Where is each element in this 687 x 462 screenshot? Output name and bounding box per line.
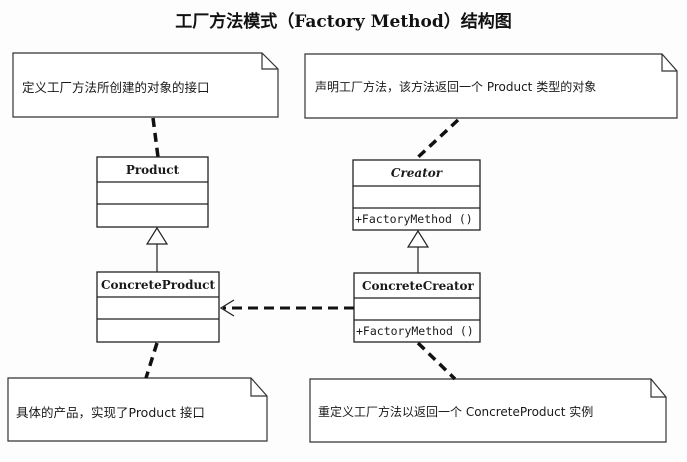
product-note-text: 定义工厂方法所创建的对象的接口 [22, 80, 210, 95]
concrete-creator-class [353, 272, 481, 343]
concrete-creator-operation: +FactoryMethod () [356, 324, 474, 338]
open-arrow-icon [219, 299, 235, 317]
concrete-product-note-text: 具体的产品，实现了Product 接口 [16, 405, 205, 420]
concrete-creator-note-anchor [416, 341, 457, 381]
inheritance-arrow-icon [145, 226, 169, 245]
concrete-product-class [96, 271, 220, 343]
diagram-title: 工厂方法模式（Factory Method）结构图 [175, 12, 512, 32]
product-generalization [145, 226, 169, 272]
product-note-anchor [151, 117, 160, 158]
inheritance-arrow-icon [406, 229, 430, 248]
concrete-creator-note [309, 378, 667, 443]
creator-generalization [406, 229, 430, 273]
concrete-creator-class-name: ConcreteCreator [362, 279, 474, 293]
concrete-product-note [7, 377, 268, 442]
product-class-name: Product [125, 163, 180, 177]
product-class [96, 156, 209, 228]
product-note [12, 52, 279, 118]
concrete-creator-note-text: 重定义工厂方法以返回一个 ConcreteProduct 实例 [318, 405, 594, 419]
concrete-product-class-name: ConcreteProduct [101, 278, 216, 292]
creator-note-text: 声明工厂方法，该方法返回一个 Product 类型的对象 [315, 80, 597, 94]
creator-class-name: Creator [390, 166, 443, 180]
creator-note-anchor [413, 118, 460, 162]
concrete-product-note-anchor [144, 342, 159, 379]
creator-note [304, 53, 678, 119]
creates-dependency [219, 299, 354, 317]
creator-class [352, 159, 481, 231]
creator-operation: +FactoryMethod () [355, 212, 473, 226]
